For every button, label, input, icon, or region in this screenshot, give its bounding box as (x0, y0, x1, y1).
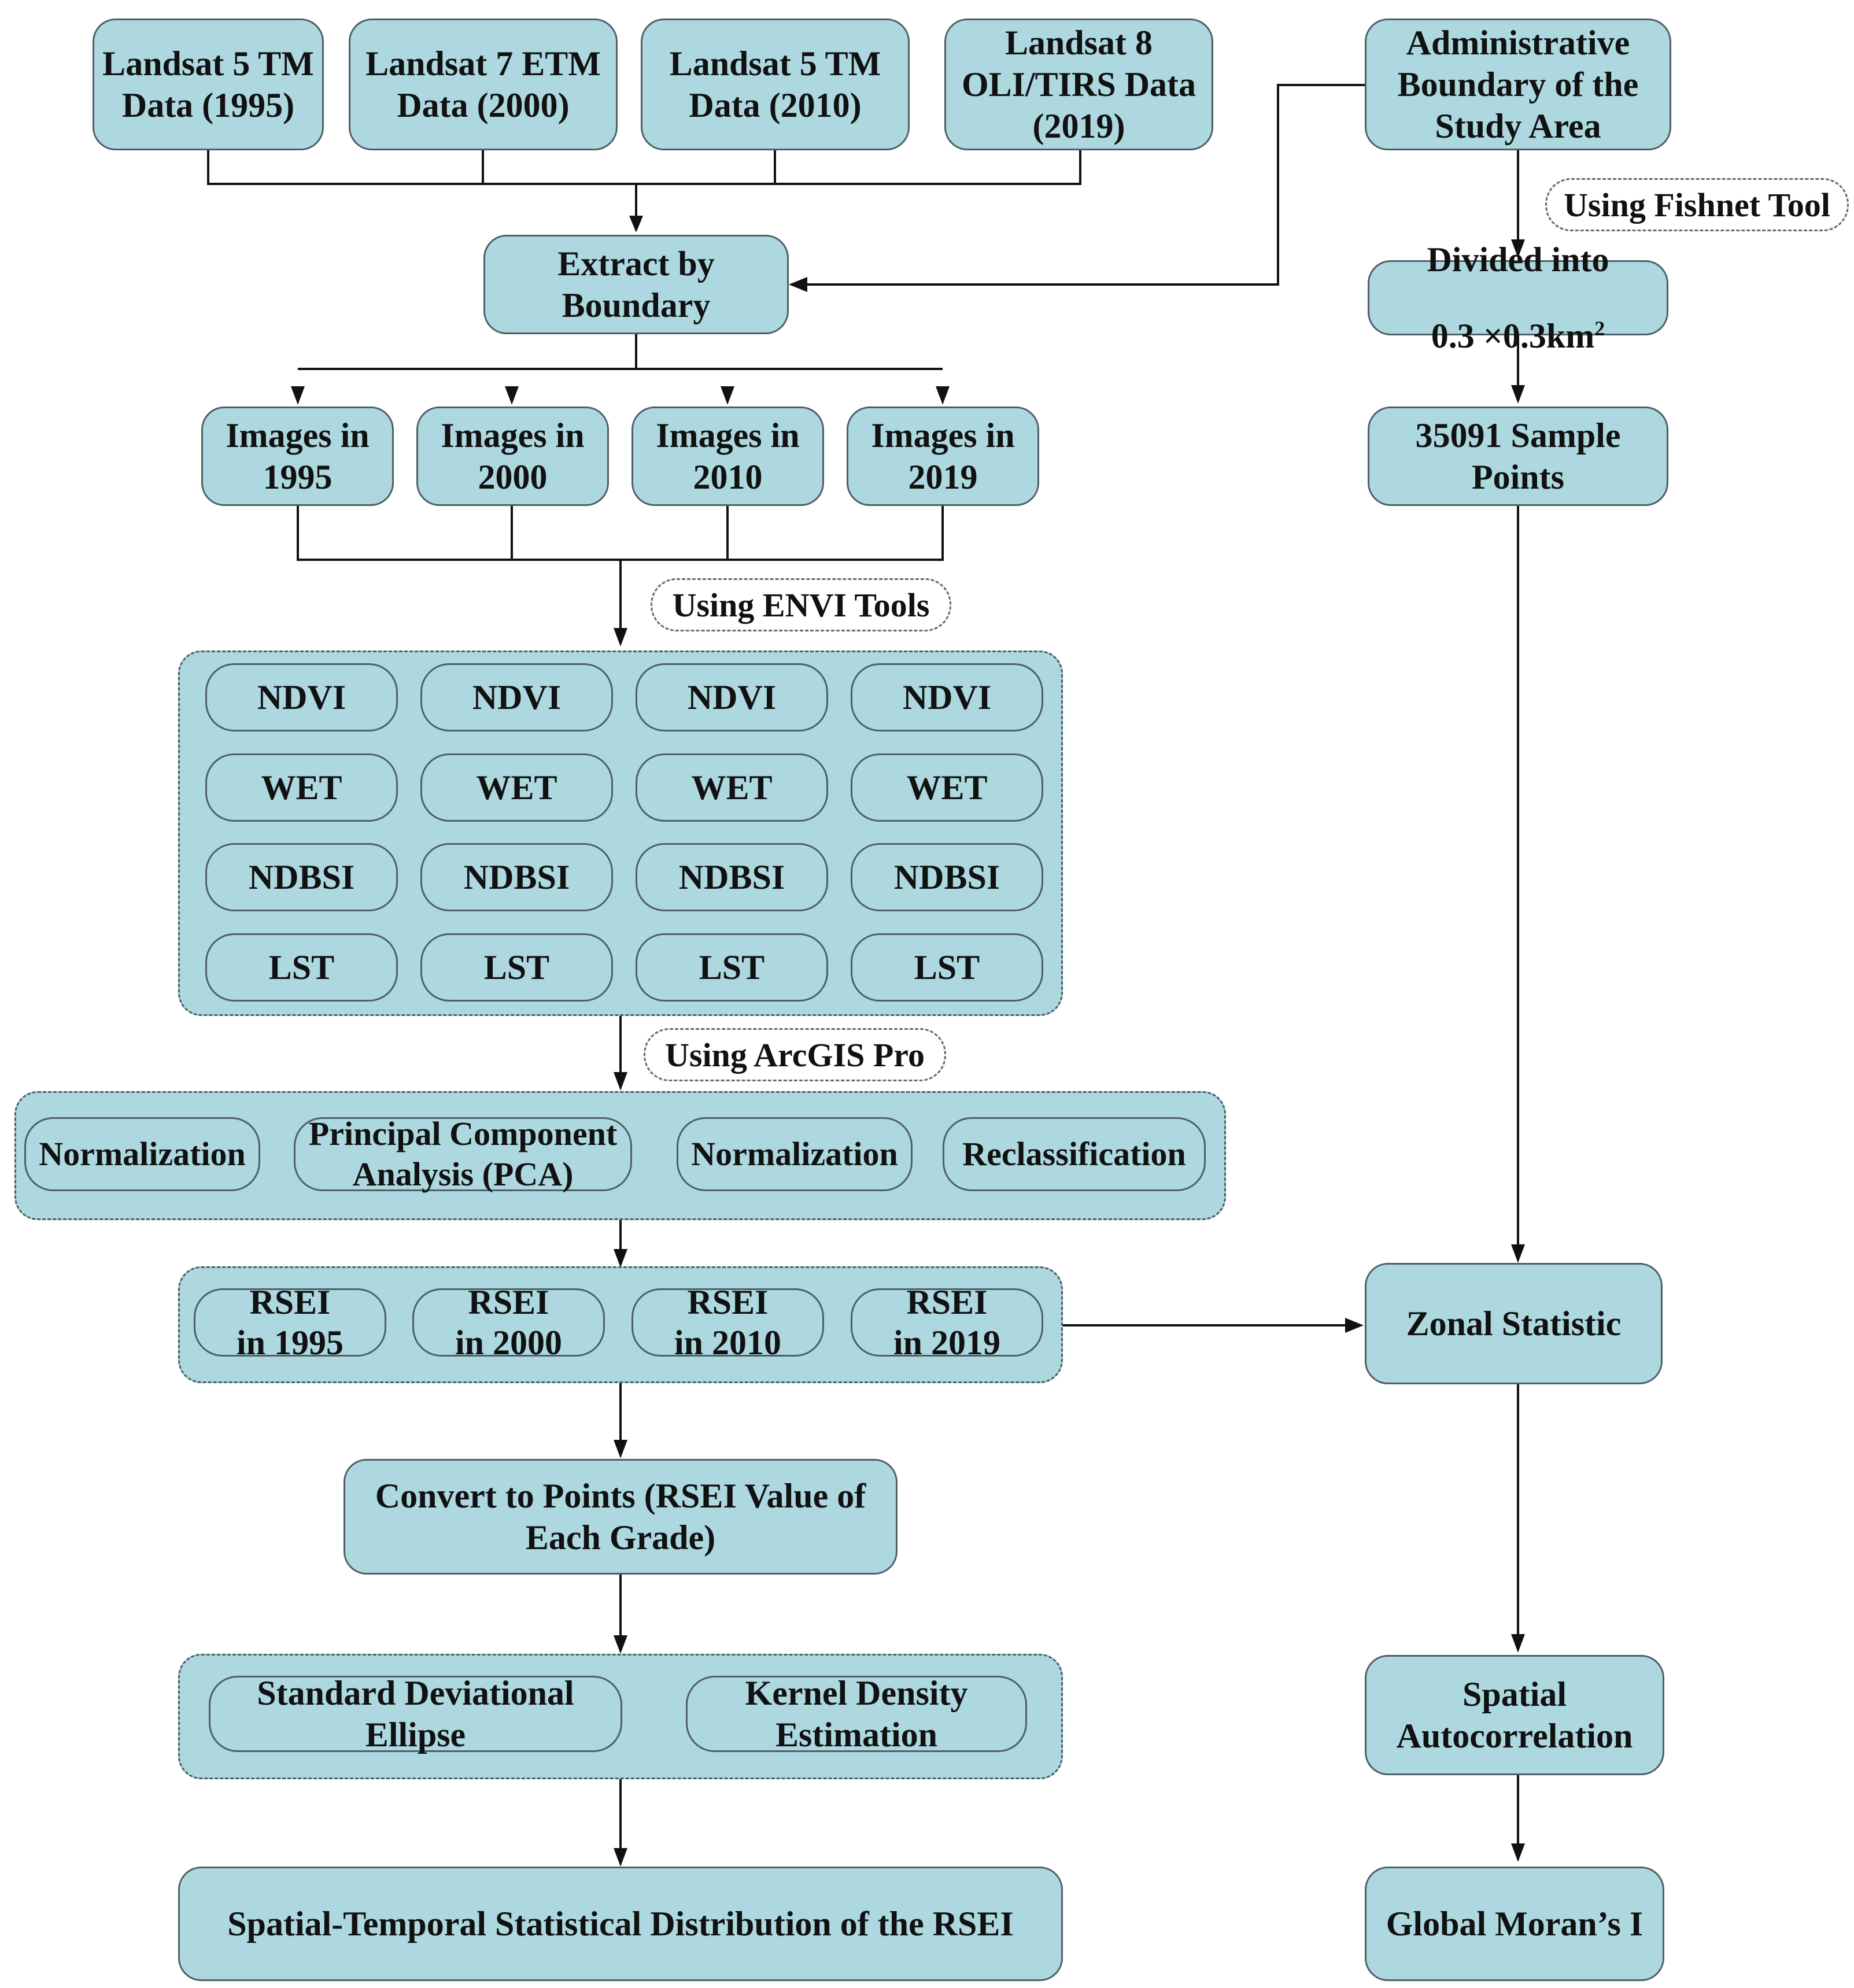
source-landsat7-2000: Landsat 7 ETM Data (2000) (349, 19, 618, 150)
source-1-line (207, 150, 1081, 185)
convert-points-box: Convert to Points (RSEI Value of Each Gr… (344, 1459, 898, 1575)
source-landsat5-2010: Landsat 5 TM Data (2010) (641, 19, 910, 150)
extract-boundary-box: Extract by Boundary (483, 235, 789, 334)
pipeline-normalization-2: Normalization (677, 1117, 913, 1191)
arrowhead-admin-extract (789, 277, 807, 292)
note-fishnet: Using Fishnet Tool (1545, 178, 1849, 231)
ndbsi-2010: NDBSI (636, 843, 828, 911)
arrowhead-rsei-zonal (1345, 1318, 1364, 1333)
pipeline-normalization-1: Normalization (24, 1117, 260, 1191)
arrowhead-extract (629, 216, 643, 232)
lst-1995: LST (205, 933, 398, 1002)
ndbsi-2019: NDBSI (851, 843, 1043, 911)
divided-value: 0.3 ×0.3km (1431, 317, 1595, 355)
note-envi: Using ENVI Tools (651, 578, 951, 631)
global-morans-i-box: Global Moran’s I (1365, 1867, 1664, 1981)
arrowhead-img2 (505, 386, 519, 405)
lst-2019: LST (851, 933, 1043, 1002)
wet-1995: WET (205, 753, 398, 822)
arrowhead-img4 (936, 386, 950, 405)
rsei-1995: RSEI in 1995 (194, 1283, 386, 1362)
arrowhead-moran (1511, 1843, 1525, 1862)
admin-boundary-box: Administrative Boundary of the Study Are… (1365, 19, 1671, 150)
images-collect-line (297, 506, 944, 561)
rsei-2019: RSEI in 2019 (851, 1283, 1043, 1362)
standard-deviational-ellipse: Standard Deviational Ellipse (209, 1674, 622, 1754)
spatial-autocorrelation-box: Spatial Autocorrelation (1365, 1655, 1664, 1775)
arrowhead-samples (1511, 385, 1525, 404)
arrowhead-rsei (614, 1249, 627, 1268)
rsei-2010: RSEI in 2010 (631, 1283, 824, 1362)
zonal-statistic-box: Zonal Statistic (1365, 1263, 1663, 1384)
pipeline-pca: Principal Component Analysis (PCA) (294, 1115, 632, 1193)
divided-value-line: 0.3 ×0.3km2 (1427, 317, 1609, 355)
extract-bottom-line (298, 334, 943, 370)
wet-2000: WET (420, 753, 613, 822)
sample-points-box: 35091 Sample Points (1368, 407, 1668, 506)
divided-grid-box: Divided into 0.3 ×0.3km2 (1368, 241, 1668, 355)
lst-2000: LST (420, 933, 613, 1002)
source-landsat8-2019: Landsat 8 OLI/TIRS Data (2019) (944, 19, 1213, 150)
rsei-2000: RSEI in 2000 (412, 1283, 605, 1362)
images-2000-box: Images in 2000 (416, 407, 609, 506)
ndvi-2000: NDVI (420, 663, 613, 731)
ndbsi-2000: NDBSI (420, 843, 613, 911)
divided-exponent: 2 (1594, 317, 1605, 340)
ndbsi-1995: NDBSI (205, 843, 398, 911)
arrowhead-indices (614, 628, 627, 646)
final-distribution-box: Spatial-Temporal Statistical Distributio… (178, 1867, 1063, 1981)
ndvi-2019: NDVI (851, 663, 1043, 731)
wet-2010: WET (636, 753, 828, 822)
arrowhead-convert (614, 1440, 627, 1458)
wet-2019: WET (851, 753, 1043, 822)
arrowhead-img3 (721, 386, 734, 405)
kernel-density-estimation: Kernel Density Estimation (686, 1674, 1027, 1754)
ndvi-2010: NDVI (636, 663, 828, 731)
arrowhead-pipeline (614, 1072, 627, 1091)
divided-prefix: Divided into (1427, 241, 1609, 279)
images-2010-box: Images in 2010 (631, 407, 824, 506)
pipeline-reclassification: Reclassification (943, 1117, 1206, 1191)
arrowhead-analysis (614, 1635, 627, 1654)
source-landsat5-1995: Landsat 5 TM Data (1995) (93, 19, 324, 150)
note-arcgis: Using ArcGIS Pro (644, 1028, 946, 1081)
arrowhead-zonal-down (1511, 1244, 1525, 1263)
arrowhead-divided (1511, 239, 1525, 258)
arrowhead-autocorr (1511, 1634, 1525, 1653)
images-2019-box: Images in 2019 (847, 407, 1039, 506)
ndvi-1995: NDVI (205, 663, 398, 731)
lst-2010: LST (636, 933, 828, 1002)
admin-to-extract-arrow (791, 84, 1365, 286)
arrowhead-final (614, 1848, 627, 1867)
arrowhead-img1 (291, 386, 305, 405)
images-1995-box: Images in 1995 (201, 407, 394, 506)
